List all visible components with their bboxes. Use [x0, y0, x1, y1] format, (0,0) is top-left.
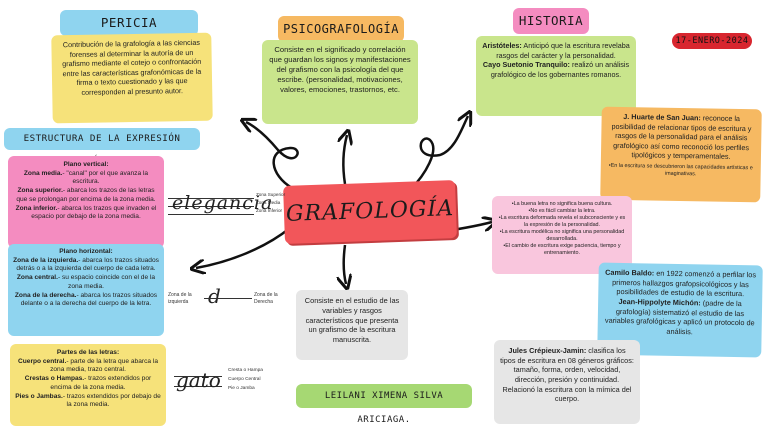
zona-inferior-entry: Zona inferior.- abarca los trazos que in…	[15, 204, 157, 221]
michon-entry: Jean-Hippolyte Michón: (padre de la graf…	[604, 296, 755, 336]
huarte-entry: J. Huarte de San Juan: reconoce la posib…	[611, 111, 752, 161]
crepieux-card: Jules Crépieux-Jamin: clasifica los tipo…	[494, 340, 640, 424]
baldo-entry: Camilo Baldo: en 1922 comenzó a perfilar…	[605, 267, 757, 299]
gato-label: Pie o Jamba	[228, 386, 255, 391]
central-title: GRAFOLOGÍA	[285, 196, 455, 227]
arrow-to-psico	[343, 135, 347, 185]
arrow-to-estructura	[196, 227, 291, 268]
pink-item: •El cambio de escritura exige paciencia,…	[503, 243, 621, 257]
date-badge: 17-ENERO-2024	[672, 33, 752, 49]
derecha-label: Zona de la Derecha	[254, 292, 278, 305]
zone-line	[174, 386, 222, 387]
plano-vertical-title: Plano vertical:	[63, 161, 109, 168]
historia-title: HISTORIA	[513, 8, 589, 34]
arrow-to-definition	[344, 244, 346, 284]
cuerpo-entry: Cuerpo central.- parte de la letra que a…	[17, 357, 158, 374]
date-text: 17-ENERO-2024	[675, 36, 749, 46]
central-title-box: GRAFOLOGÍA	[283, 180, 457, 244]
historia-card-green: Aristóteles: Anticipó que la escritura r…	[476, 36, 636, 116]
plano-horizontal-title: Plano horizontal:	[59, 248, 113, 255]
zone-line	[168, 198, 254, 199]
arrow-to-historia	[409, 116, 468, 191]
pink-item: •La buena letra no significa buena cultu…	[511, 201, 613, 207]
elegancia-label: Zona Inferior	[256, 208, 283, 213]
pericia-title: PERICIA CALIGRAFICA	[60, 10, 198, 56]
zona-derecha-entry: Zona de la derecha.- abarca los trazos s…	[14, 291, 158, 308]
pink-item: •La escritura deformada revela el subcon…	[498, 215, 626, 229]
estructura-title: ESTRUCTURA DE LA EXPRESIÓN GRÁFICA	[4, 128, 200, 166]
izquierda-label: Zona de la izquierda	[168, 292, 192, 305]
elegancia-word: elegancia	[172, 192, 274, 214]
definition-text: Consiste en el estudio de las variables …	[304, 296, 400, 345]
aristoteles-entry: Aristóteles: Anticipó que la escritura r…	[482, 41, 630, 60]
pericia-card: Contribución de la grafología a las cien…	[51, 32, 213, 124]
zona-izquierda-entry: Zona de la izquierda.- abarca los trazos…	[13, 256, 159, 273]
author-badge: LEILANI XIMENA SILVA ARICIAGA.	[296, 384, 472, 425]
psico-title: PSICOGRAFOLOGÍA	[278, 16, 404, 42]
gato-label: Cuerpo Central	[228, 377, 261, 382]
plano-horizontal-card: Plano horizontal: Zona de la izquierda.-…	[8, 244, 164, 336]
pericia-text: Contribución de la grafología a las cien…	[62, 37, 202, 97]
pink-item: •La escritura modélica no significa una …	[499, 229, 625, 243]
pies-entry: Pies o Jambas.- trazos extendidos por de…	[15, 392, 161, 409]
plano-vertical-card: Plano vertical: Zona media.- "canal" por…	[8, 156, 164, 248]
partes-title: Partes de las letras:	[56, 349, 120, 356]
elegancia-label: Zona Superior	[256, 192, 286, 197]
zone-line	[174, 376, 222, 377]
zone-line	[168, 206, 254, 207]
zona-media-entry: Zona media.- "canal" por el que avanza l…	[23, 169, 149, 186]
zone-line	[204, 298, 252, 299]
gato-label: Cresta o Hampa	[228, 368, 263, 373]
crestas-entry: Crestas o Hampas.- trazos extendidos por…	[24, 375, 152, 391]
psico-text: Consiste en el significado y correlación…	[269, 45, 411, 95]
elegancia-label: Zona Media	[256, 200, 281, 205]
definition-card: Consiste en el estudio de las variables …	[296, 290, 408, 360]
psico-card: Consiste en el significado y correlación…	[262, 40, 418, 124]
gato-word: gato	[176, 368, 221, 392]
pink-item: •No es fácil cambiar la letra.	[528, 208, 596, 215]
historia-pink-list: •La buena letra no significa buena cultu…	[492, 196, 632, 274]
zona-central-entry: Zona central.- su espacio coincide con e…	[16, 274, 156, 290]
horizontal-sketch: Zona de la izquierda d Zona de la Derech…	[168, 284, 288, 314]
arrow-to-pericia	[246, 122, 299, 190]
zona-superior-entry: Zona superior.- abarca los trazos de las…	[16, 187, 156, 203]
zone-line	[168, 214, 254, 215]
elegancia-sketch: elegancia Zona Superior Zona Media Zona …	[168, 190, 288, 226]
huarte-card: J. Huarte de San Juan: reconoce la posib…	[600, 106, 762, 203]
letter-d-sketch: d	[208, 284, 221, 308]
author-name: LEILANI XIMENA SILVA ARICIAGA.	[324, 391, 444, 425]
cayo-entry: Cayo Suetonio Tranquilo: realizó un anál…	[482, 60, 630, 79]
gato-sketch: gato Cresta o Hampa Cuerpo Central Pie o…	[174, 364, 284, 402]
huarte-note: •En la escritura se descubrieron las cap…	[608, 162, 753, 177]
partes-card: Partes de las letras: Cuerpo central.- p…	[10, 344, 166, 426]
